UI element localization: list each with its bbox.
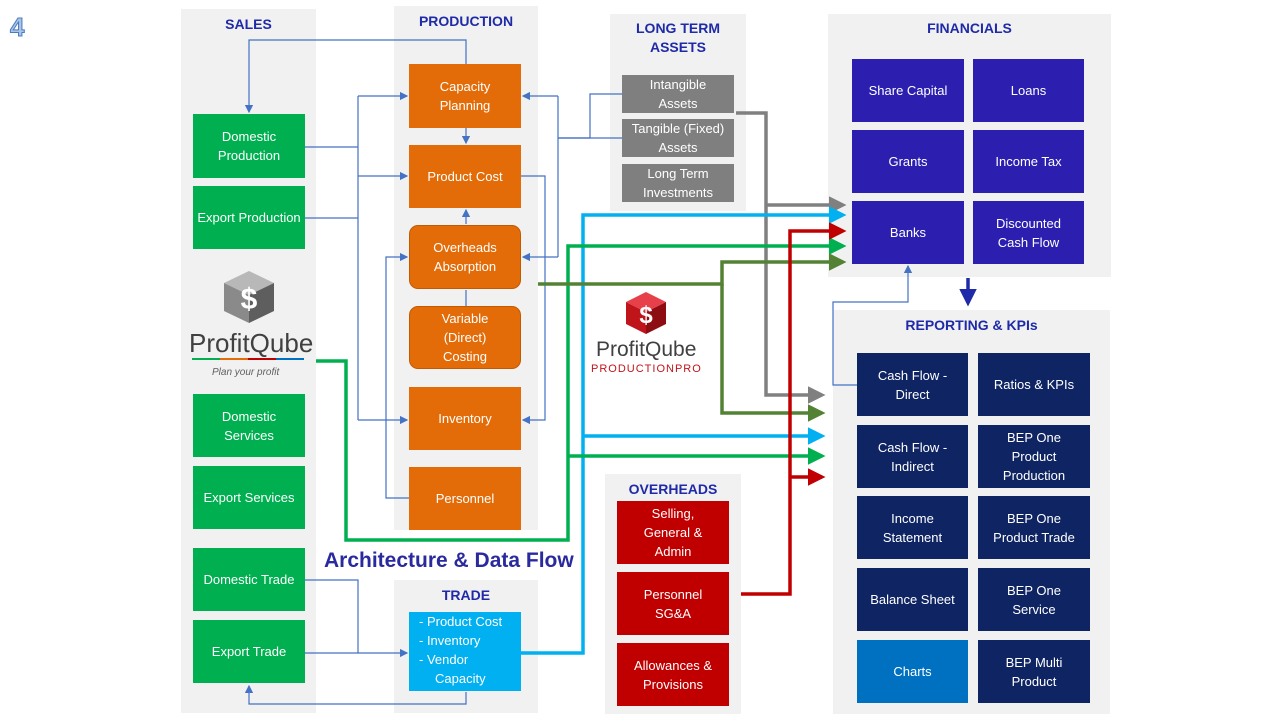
income-tax-box: Income Tax [973,130,1084,193]
grants-box: Grants [852,130,964,193]
bep-production-box: BEP One Product Production [978,425,1090,488]
reporting-title: REPORTING & KPIs [905,317,1038,333]
export-trade-box: Export Trade [193,620,305,683]
export-production-box: Export Production [193,186,305,249]
diagram-title: Architecture & Data Flow [324,549,574,572]
bep-multi-box: BEP Multi Product [978,640,1090,703]
bep-trade-box: BEP One Product Trade [978,496,1090,559]
long-term-assets-title: LONG TERM ASSETS [636,20,720,55]
intangible-assets-box: Intangible Assets [622,75,734,113]
financials-title: FINANCIALS [927,20,1012,36]
capacity-planning-box: Capacity Planning [409,64,521,128]
trade-item: - Vendor [419,652,469,667]
thin-blue-connectors [244,39,913,705]
production-pro-subtitle: PRODUCTIONPRO [591,363,702,375]
sales-title: SALES [225,16,272,32]
profitqube-color-rule [192,358,304,360]
cube-dollar-sign: $ [639,302,653,329]
banks-box: Banks [852,201,964,264]
personnel-box: Personnel [409,467,521,530]
ratios-kpis-box: Ratios & KPIs [978,353,1090,416]
share-capital-box: Share Capital [852,59,964,122]
production-pro-cube-icon: $ [626,292,666,334]
discounted-cash-flow-box: Discounted Cash Flow [973,201,1084,264]
trade-items-box: - Product Cost - Inventory - Vendor Capa… [409,612,521,691]
overheads-title: OVERHEADS [628,481,718,497]
profitqube-tagline: Plan your profit [212,367,280,378]
variable-costing-box: Variable (Direct) Costing [409,306,521,369]
trade-item: - Inventory [419,633,481,648]
production-pro-wordmark: ProfitQube [596,338,697,361]
profitqube-wordmark: ProfitQube [189,328,314,358]
balance-sheet-box: Balance Sheet [857,568,968,631]
product-cost-box: Product Cost [409,145,521,208]
trade-item: - Product Cost [419,614,503,629]
trade-item: Capacity [435,671,486,686]
cash-flow-indirect-box: Cash Flow - Indirect [857,425,968,488]
export-services-box: Export Services [193,466,305,529]
domestic-services-box: Domestic Services [193,394,305,457]
profitqube-cube-icon: $ [224,271,274,323]
long-term-investments-box: Long Term Investments [622,164,734,202]
allowances-provisions-box: Allowances & Provisions [617,643,729,706]
domestic-trade-box: Domestic Trade [193,548,305,611]
charts-box: Charts [857,640,968,703]
page-number: 4 [9,12,25,43]
trade-title: TRADE [441,587,491,603]
inventory-box: Inventory [409,387,521,450]
tangible-assets-box: Tangible (Fixed) Assets [622,119,734,157]
loans-box: Loans [973,59,1084,122]
production-title: PRODUCTION [418,13,514,29]
cash-flow-direct-box: Cash Flow - Direct [857,353,968,416]
cube-dollar-sign: $ [241,283,258,316]
domestic-production-box: Domestic Production [193,114,305,178]
sga-box: Selling, General & Admin [617,501,729,564]
income-statement-box: Income Statement [857,496,968,559]
bep-service-box: BEP One Service [978,568,1090,631]
personnel-sga-box: Personnel SG&A [617,572,729,635]
overheads-absorption-box: Overheads Absorption [409,225,521,289]
